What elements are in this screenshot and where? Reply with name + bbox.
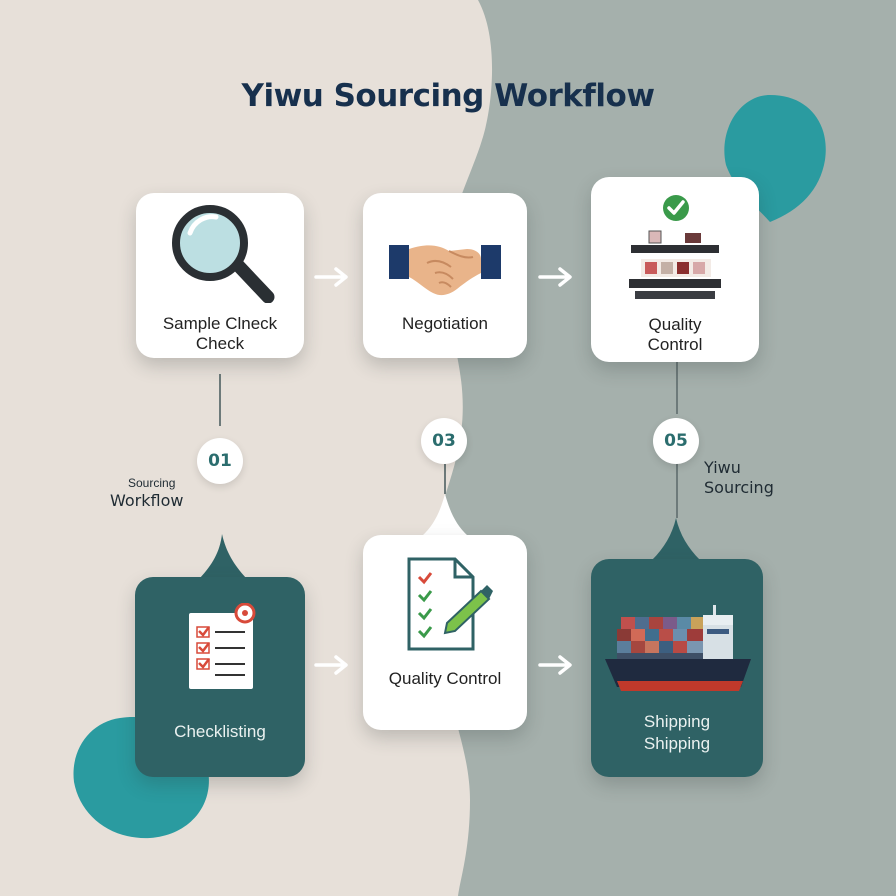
side-label-left-small: Sourcing xyxy=(128,476,176,490)
card-negotiation-label: Negotiation xyxy=(401,314,488,333)
card-sample-check: Sample Clneck Check xyxy=(136,193,304,358)
side-label-right-line2: Sourcing xyxy=(704,478,774,497)
connector-line-4 xyxy=(676,464,678,518)
cargo-racks-icon xyxy=(629,230,721,299)
card-quality-control-top-line1: Quality xyxy=(648,315,702,334)
document-check-icon xyxy=(407,557,493,651)
connector-line-2 xyxy=(444,464,446,494)
step-number-03: 03 xyxy=(421,418,467,464)
card-shipping-line1: Shipping xyxy=(643,712,711,731)
card-shipping-line2: Shipping xyxy=(643,734,711,753)
card-sample-check-line2: Check xyxy=(195,334,245,353)
arrow-right-icon xyxy=(314,655,348,675)
connector-line-3 xyxy=(676,362,678,414)
checkmark-icon xyxy=(663,195,689,221)
diagram-title: Yiwu Sourcing Workflow xyxy=(241,78,655,114)
side-label-right: Yiwu Sourcing xyxy=(704,458,774,498)
card-checklisting: Checklisting xyxy=(135,577,305,777)
side-label-right-line1: Yiwu xyxy=(704,458,741,477)
step-number-05: 05 xyxy=(653,418,699,464)
side-label-left-big: Workflow xyxy=(110,491,184,510)
card-checklisting-label: Checklisting xyxy=(174,722,266,741)
connector-line-1 xyxy=(219,374,221,426)
checklist-icon xyxy=(189,603,256,689)
arrow-right-icon xyxy=(538,655,572,675)
card-shipping: Shipping Shipping xyxy=(591,559,763,777)
cargo-ship-icon xyxy=(605,605,751,691)
arrow-right-icon xyxy=(538,267,572,287)
card-negotiation: Negotiation xyxy=(363,193,527,358)
arrow-right-icon xyxy=(314,267,348,287)
step-number-01: 01 xyxy=(197,438,243,484)
side-label-left: Sourcing Workflow xyxy=(110,476,183,511)
card-quality-control-bottom-label: Quality Control xyxy=(388,669,502,688)
handshake-icon xyxy=(389,245,501,296)
magnifier-icon xyxy=(172,205,275,303)
card-quality-control-top: Quality Control xyxy=(591,177,759,362)
card-sample-check-line1: Sample Clneck xyxy=(162,314,278,333)
card-quality-control-bottom: Quality Control xyxy=(363,535,527,730)
card-quality-control-top-line2: Control xyxy=(647,335,703,354)
